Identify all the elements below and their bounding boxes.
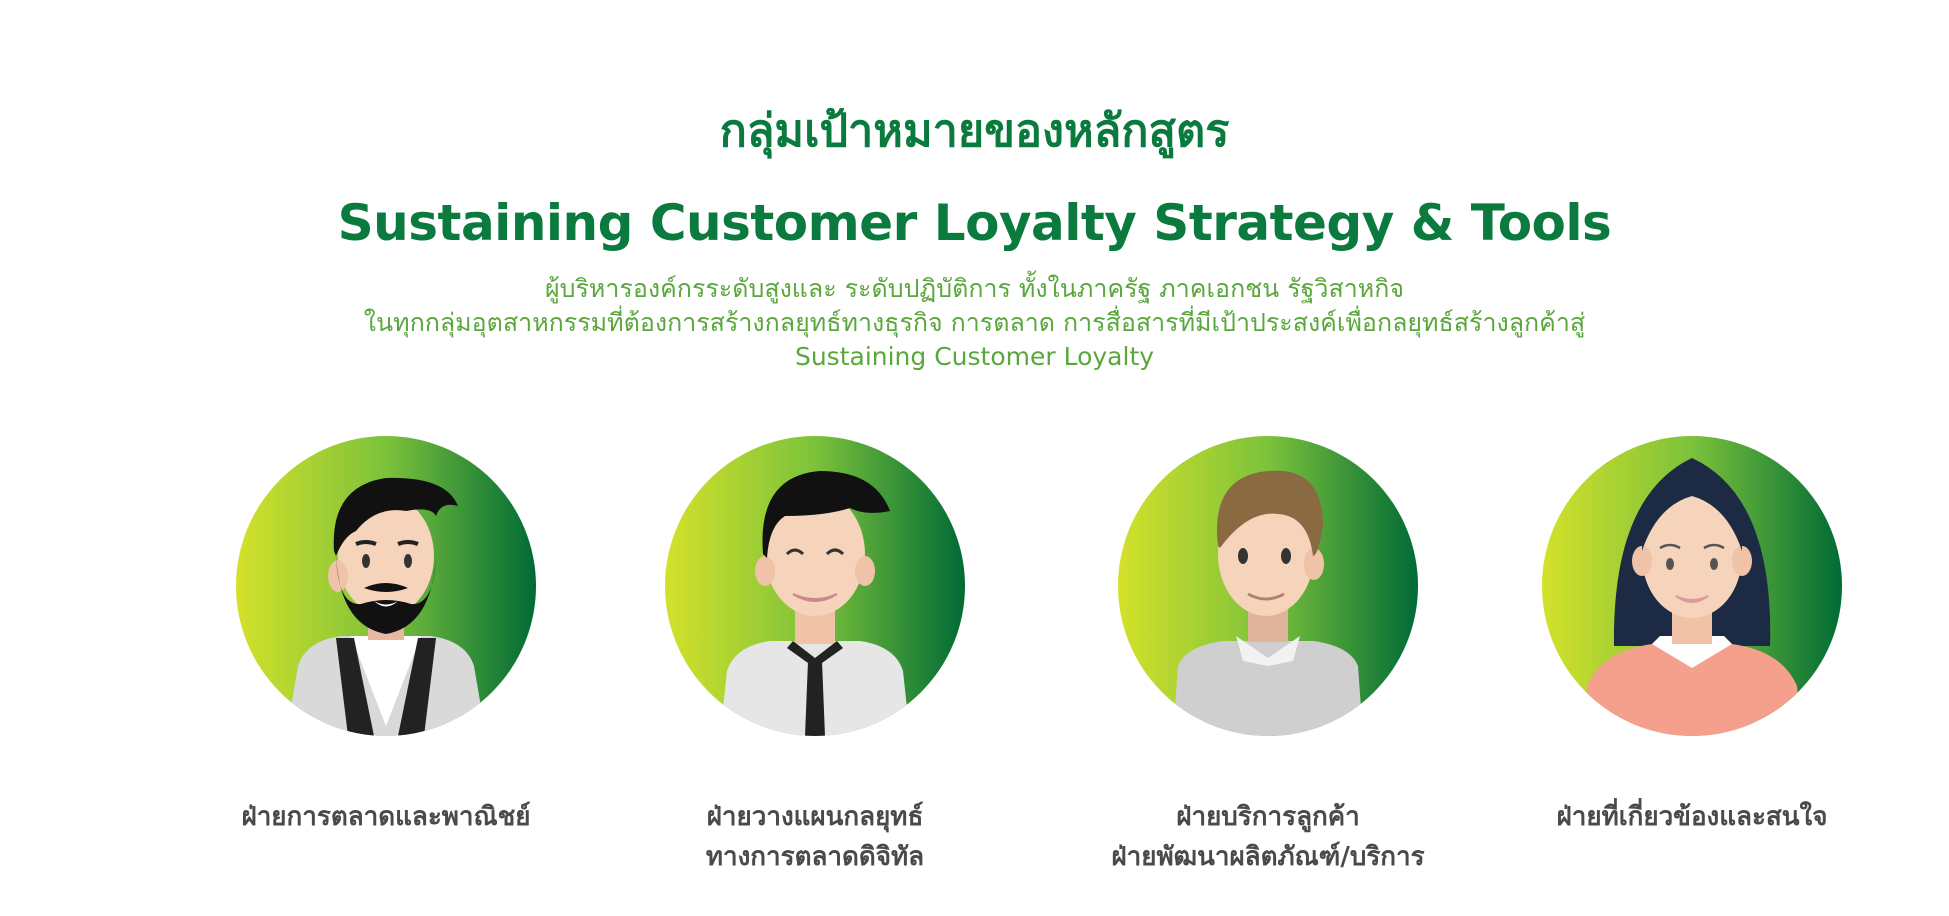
man-avatar-icon [1118,436,1418,736]
section-title-thai: กลุ่มเป้าหมายของหลักสูตร [719,104,1230,157]
group-label-line: ฝ่ายพัฒนาผลิตภัณฑ์/บริการ [1111,842,1425,872]
description-line: ในทุกกลุ่มอุตสาหกรรมที่ต้องการสร้างกลยุท… [363,308,1586,337]
group-label-line: ฝ่ายที่เกี่ยวข้องและสนใจ [1556,802,1828,832]
group-label-digital-strategy: ฝ่ายวางแผนกลยุทธ์ ทางการตลาดดิจิทัล [605,797,1025,877]
group-label-line: ฝ่ายบริการลูกค้า [1176,802,1360,832]
group-label-line: ฝ่ายวางแผนกลยุทธ์ [706,802,924,832]
group-label-customer-service: ฝ่ายบริการลูกค้า ฝ่ายพัฒนาผลิตภัณฑ์/บริก… [1058,797,1478,877]
woman-avatar-icon [1542,436,1842,736]
target-description: ผู้บริหารองค์กรระดับสูงและ ระดับปฏิบัติก… [0,272,1949,374]
group-label-line: ฝ่ายการตลาดและพาณิชย์ [241,802,531,832]
course-title: Sustaining Customer Loyalty Strategy & T… [337,194,1612,252]
man-with-tie-avatar-icon [665,436,965,736]
group-label-marketing: ฝ่ายการตลาดและพาณิชย์ [176,797,596,837]
group-label-line: ทางการตลาดดิจิทัล [705,842,925,872]
bearded-man-avatar-icon [236,436,536,736]
group-label-interested: ฝ่ายที่เกี่ยวข้องและสนใจ [1482,797,1902,837]
description-line: Sustaining Customer Loyalty [794,342,1155,371]
description-line: ผู้บริหารองค์กรระดับสูงและ ระดับปฏิบัติก… [544,274,1405,303]
